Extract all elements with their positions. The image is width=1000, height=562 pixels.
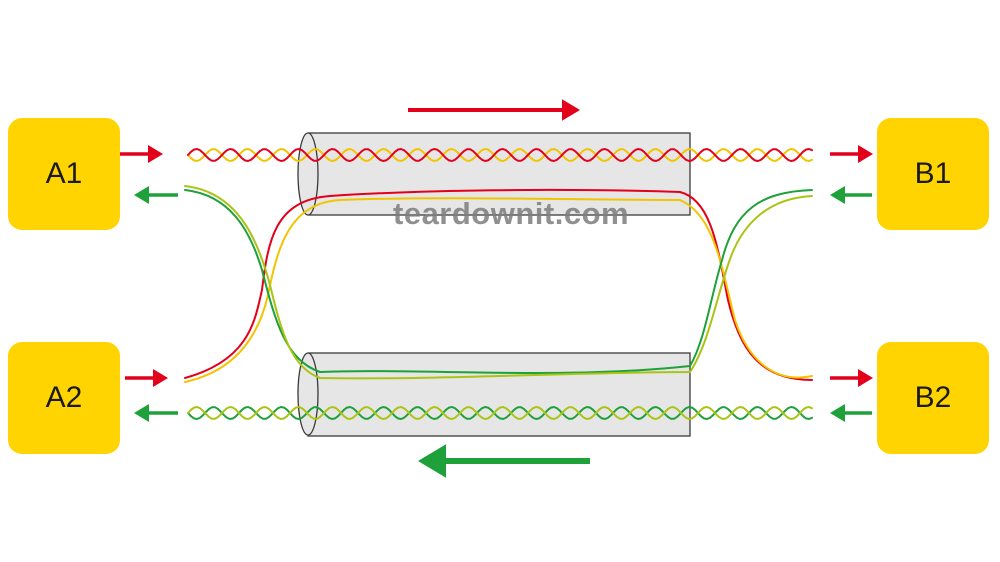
cable-bottom: [297, 352, 691, 437]
crossover-yellowgreen-a1-b1: [184, 185, 813, 380]
direction-arrows: [120, 99, 873, 478]
wire-pair-bottom-b: [187, 405, 813, 421]
node-a1-label: A1: [45, 157, 83, 190]
node-a2-label: A2: [45, 381, 83, 414]
cable-bottom-end: [297, 352, 319, 436]
arrow-a2-in-icon: [134, 404, 149, 422]
wire-pair-top-b: [187, 147, 813, 163]
node-b1: B1: [877, 118, 989, 230]
arrow-b1-out-icon: [830, 186, 845, 204]
arrow-b2-out-icon: [830, 404, 845, 422]
wire-pair-bottom-a: [187, 405, 813, 421]
arrow-a1-in-icon: [134, 186, 149, 204]
arrow-bottom-left-icon: [418, 444, 446, 478]
cable-top-end: [297, 132, 319, 216]
arrow-b2-in-icon: [858, 369, 873, 387]
node-b2-label: B2: [914, 381, 952, 414]
cable-top: [297, 132, 691, 216]
node-a2: A2: [8, 342, 120, 454]
node-a1: A1: [8, 118, 120, 230]
wire-pair-top-a: [187, 147, 813, 163]
cable-bottom-body: [307, 352, 691, 437]
node-b2: B2: [877, 342, 989, 454]
node-b1-label: B1: [914, 157, 952, 190]
arrow-b1-in-icon: [858, 145, 873, 163]
wire-pairs: [184, 147, 813, 421]
arrow-a2-out-icon: [153, 369, 168, 387]
arrow-a1-out-icon: [148, 145, 163, 163]
arrow-top-right-icon: [562, 99, 580, 121]
cable-top-body: [307, 132, 691, 216]
crossover-red-a2-b2: [184, 188, 813, 381]
crossover-green-a1-b1: [184, 189, 813, 375]
